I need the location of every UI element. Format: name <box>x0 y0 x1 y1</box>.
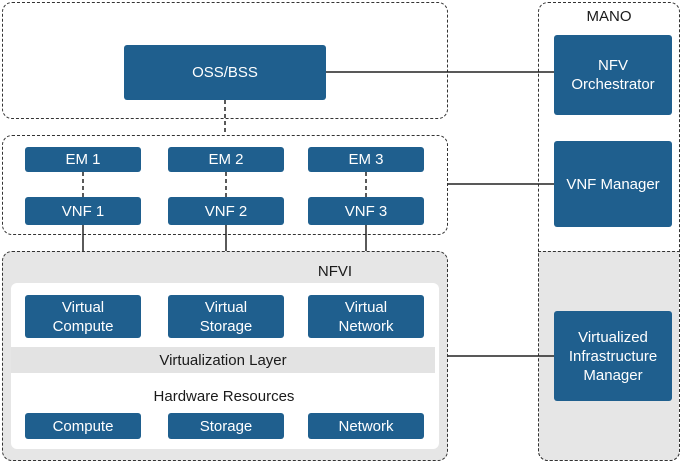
em-3-box: EM 3 <box>308 147 424 172</box>
vnf-zone <box>2 135 448 235</box>
em-1-box: EM 1 <box>25 147 141 172</box>
em-2-box: EM 2 <box>168 147 284 172</box>
virtual-storage-box: Virtual Storage <box>168 295 284 338</box>
compute-box: Compute <box>25 413 141 439</box>
oss-bss-zone <box>2 2 448 119</box>
hardware-resources-title: Hardware Resources <box>153 388 295 405</box>
virtualization-layer: Virtualization Layer <box>11 347 435 373</box>
vim-box: Virtualized Infrastructure Manager <box>554 311 672 401</box>
vnf-manager-box: VNF Manager <box>554 141 672 227</box>
vnf-1-box: VNF 1 <box>25 197 141 225</box>
nfvi-title: NFVI <box>317 263 353 280</box>
oss-bss-box: OSS/BSS <box>124 45 326 100</box>
virtual-compute-box: Virtual Compute <box>25 295 141 338</box>
vnf-2-box: VNF 2 <box>168 197 284 225</box>
network-box: Network <box>308 413 424 439</box>
nfv-orchestrator-box: NFV Orchestrator <box>554 35 672 115</box>
mano-title: MANO <box>586 8 632 25</box>
virtual-network-box: Virtual Network <box>308 295 424 338</box>
storage-box: Storage <box>168 413 284 439</box>
vnf-3-box: VNF 3 <box>308 197 424 225</box>
